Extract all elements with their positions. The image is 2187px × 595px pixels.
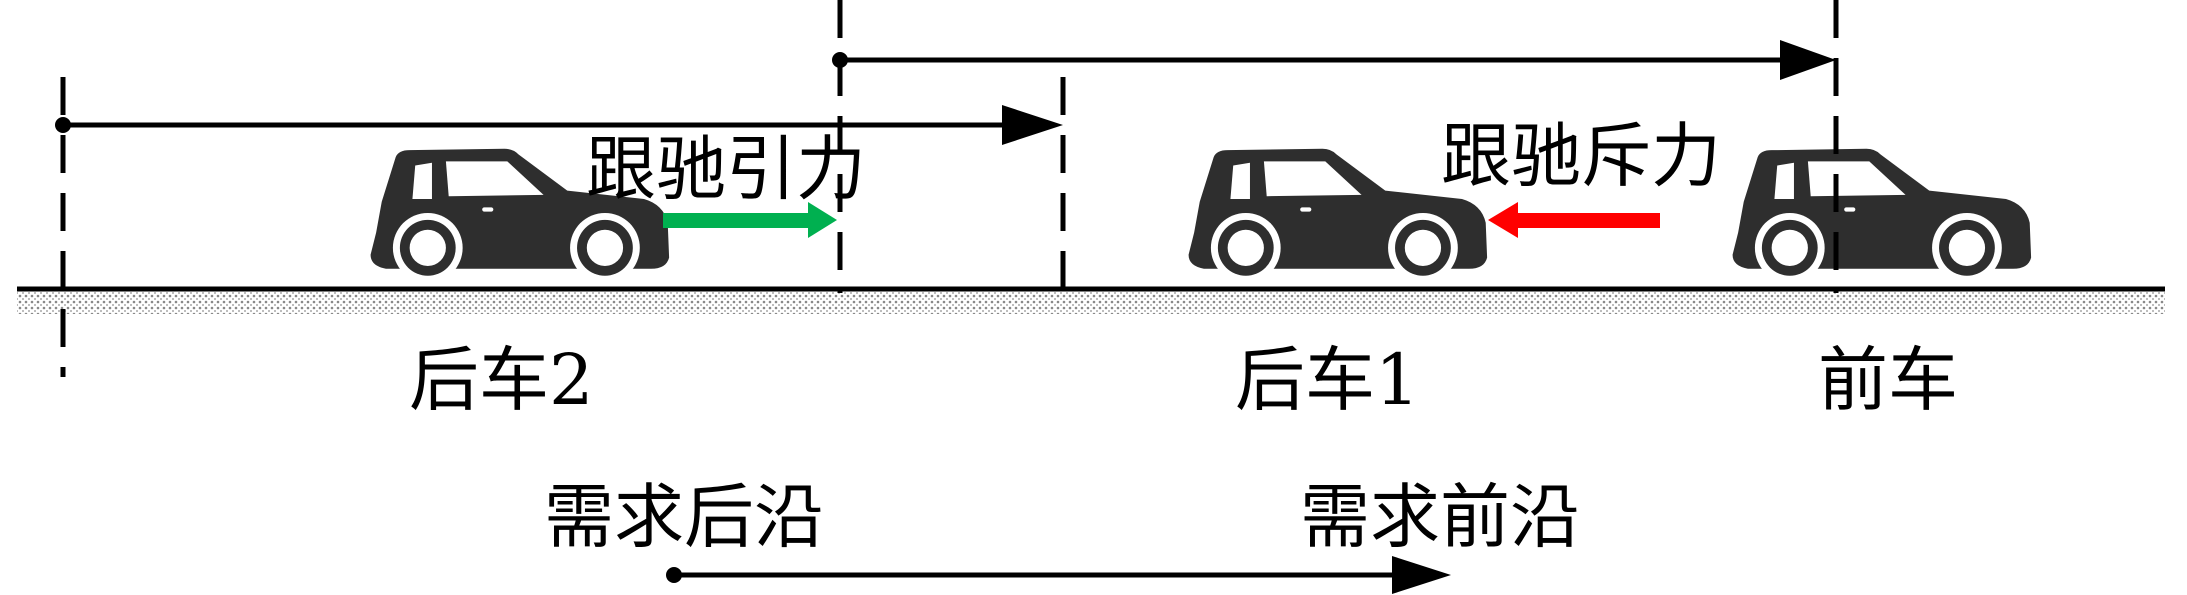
attraction-arrow	[663, 202, 837, 238]
front-car-label: 前车	[1818, 339, 1958, 421]
front-car-icon	[1732, 148, 2032, 283]
rear-car-1-label: 后车1	[1235, 339, 1420, 421]
demand-rear-edge-label: 需求后沿	[544, 476, 824, 558]
attraction-label: 跟驰引力	[586, 128, 866, 210]
rear-car-2-demand-range-arrow	[55, 105, 1063, 145]
rear-car-2-label: 后车2	[409, 339, 594, 421]
road-surface	[17, 290, 2165, 314]
demand-front-edge-label: 需求前沿	[1300, 476, 1580, 558]
rear-car-1-demand-range-arrow	[832, 40, 1836, 80]
repulsion-arrow	[1488, 202, 1660, 238]
demand-direction-arrow	[666, 556, 1451, 594]
repulsion-label: 跟驰斥力	[1441, 115, 1721, 197]
